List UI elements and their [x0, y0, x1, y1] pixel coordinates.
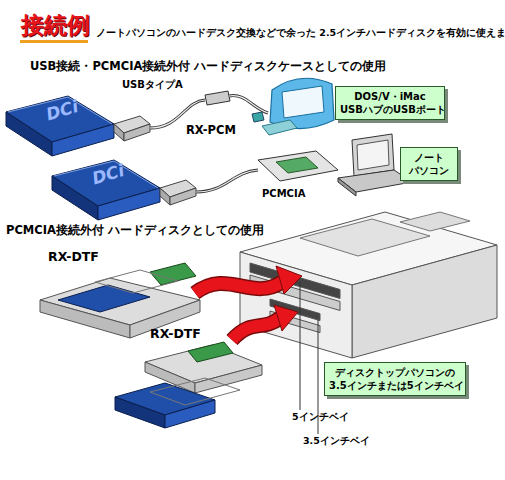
usb-cable	[114, 91, 268, 141]
brand-logo: DCi	[44, 97, 81, 125]
callout-box: DOS/V・iMac USBハブのUSBポート	[335, 86, 445, 120]
rx-dtf-unit	[115, 342, 262, 428]
part-name: USBタイプA	[122, 79, 183, 91]
box-text: ノート パソコン	[405, 151, 453, 177]
title-underline	[20, 40, 88, 43]
model-name: RX-DTF	[48, 250, 99, 264]
hdd-case	[6, 96, 114, 156]
brand-logo: DCi	[90, 161, 127, 189]
pcmcia-cable	[160, 151, 338, 205]
section-heading: PCMCIA接続外付 ハードディスクとしての使用	[6, 224, 264, 237]
box-text: ディスクトップパソコンの 3.5インチまたは5インチベイ	[329, 366, 461, 392]
part-name: PCMCIA	[262, 188, 305, 200]
section-heading: USB接続・PCMCIA接続外付 ハードディスクケースとしての使用	[30, 60, 386, 73]
callout-box: ノート パソコン	[400, 147, 458, 181]
title-text: 接続例	[21, 12, 90, 38]
box-text: DOS/V・iMac USBハブのUSBポート	[340, 90, 440, 116]
model-name: RX-DTF	[150, 327, 201, 341]
imac-computer	[252, 78, 334, 135]
insert-arrow	[195, 266, 302, 340]
subtitle-text: ノートパソコンのハードデスク交換などで余った 2.5インチハードディスクを有効に…	[96, 28, 505, 39]
callout-box: ディスクトップパソコンの 3.5インチまたは5インチベイ	[324, 362, 466, 396]
part-name: 5インチベイ	[292, 412, 349, 423]
model-name: RX-PCM	[186, 124, 236, 137]
hdd-case	[52, 160, 160, 220]
part-name: 3.5インチベイ	[303, 436, 370, 447]
